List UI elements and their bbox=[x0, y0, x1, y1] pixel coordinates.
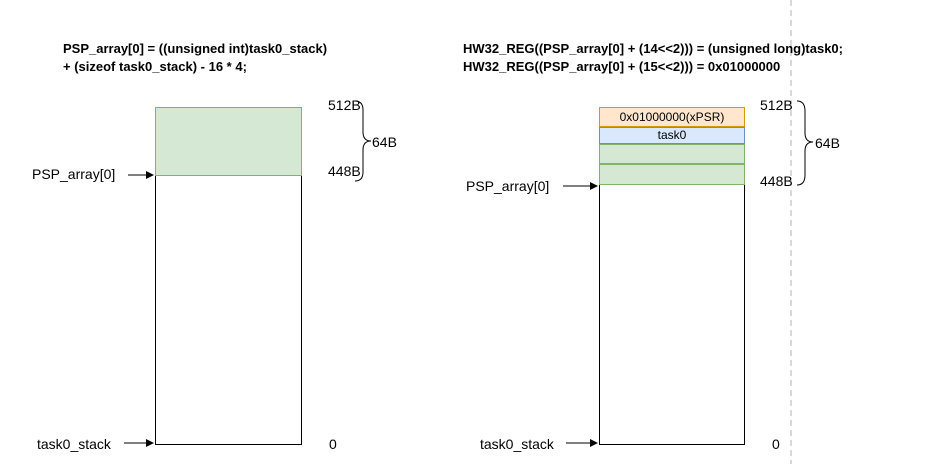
left-brace-label: 64B bbox=[372, 134, 397, 150]
left-code-line-2: + (sizeof task0_stack) - 16 * 4; bbox=[63, 59, 247, 74]
right-label-448b: 448B bbox=[760, 173, 793, 189]
left-stack-pointer-label: task0_stack bbox=[37, 436, 111, 452]
right-slot-task0: task0 bbox=[599, 127, 745, 144]
brace-right bbox=[796, 100, 814, 186]
right-slot-green-1 bbox=[599, 144, 745, 164]
right-brace-label: 64B bbox=[815, 135, 840, 151]
left-label-448b: 448B bbox=[328, 163, 361, 179]
left-psp-pointer-label: PSP_array[0] bbox=[32, 166, 116, 182]
right-label-512b: 512B bbox=[760, 97, 793, 113]
right-slot-green-2 bbox=[599, 164, 745, 185]
right-stack-pointer-label: task0_stack bbox=[480, 436, 554, 452]
right-label-zero: 0 bbox=[772, 436, 780, 452]
right-slot-xpsr: 0x01000000(xPSR) bbox=[599, 107, 745, 127]
brace-left bbox=[354, 100, 372, 182]
left-code-line-1: PSP_array[0] = ((unsigned int)task0_stac… bbox=[63, 41, 328, 56]
right-psp-pointer-label: PSP_array[0] bbox=[466, 178, 550, 194]
left-label-512b: 512B bbox=[328, 97, 361, 113]
right-code-line-2: HW32_REG((PSP_array[0] + (15<<2))) = 0x0… bbox=[463, 59, 781, 74]
left-label-zero: 0 bbox=[329, 436, 337, 452]
right-code-line-1: HW32_REG((PSP_array[0] + (14<<2))) = (un… bbox=[463, 41, 843, 56]
left-reserved-region bbox=[155, 107, 302, 176]
